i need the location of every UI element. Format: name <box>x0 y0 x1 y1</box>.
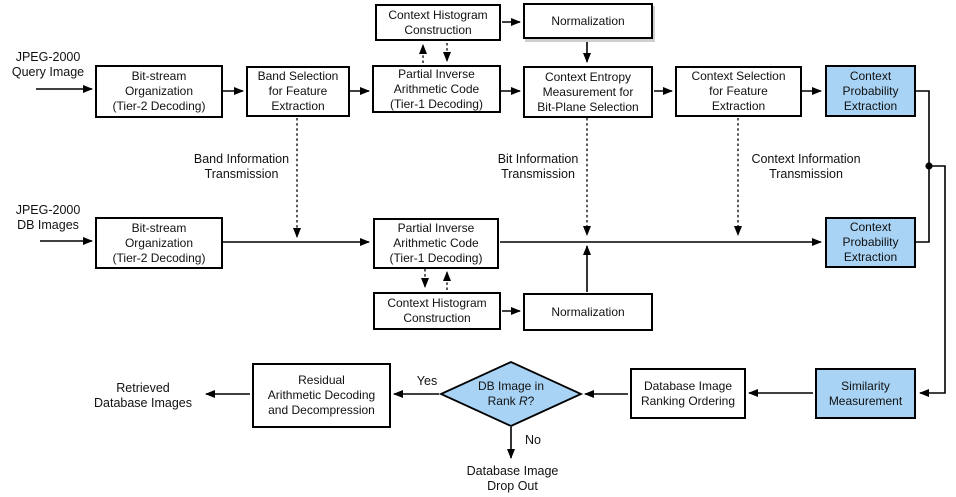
node-bitstream-organization-db: Bit-stream Organization (Tier-2 Decoding… <box>95 217 223 269</box>
decision-rank-variable: R <box>519 394 528 408</box>
label-context-information: Context Information Transmission <box>751 152 861 181</box>
label-bit-information: Bit Information Transmission <box>497 152 579 181</box>
arrow-rail-similarity <box>919 165 946 397</box>
label-no: No <box>525 433 541 447</box>
node-context-histogram-query: Context Histogram Construction <box>375 4 501 41</box>
decision-rank-suffix: ? <box>527 394 535 408</box>
label-db-input: JPEG-2000 DB Images <box>15 203 81 232</box>
node-residual-decoding: Residual Arithmetic Decoding and Decompr… <box>252 363 391 428</box>
node-ranking-ordering: Database Image Ranking Ordering <box>630 368 746 419</box>
decision-rank-prefix: Rank <box>487 394 519 408</box>
label-retrieved-images: Retrieved Database Images <box>94 381 192 410</box>
decision-diamond <box>438 361 584 427</box>
node-normalization-query: Normalization <box>523 3 653 39</box>
node-normalization-db: Normalization <box>523 293 653 331</box>
label-band-information: Band Information Transmission <box>193 152 290 181</box>
label-yes: Yes <box>416 374 438 388</box>
node-context-selection: Context Selection for Feature Extraction <box>675 66 802 117</box>
node-context-entropy: Context Entropy Measurement for Bit-Plan… <box>523 66 653 118</box>
node-context-histogram-db: Context Histogram Construction <box>373 292 501 330</box>
node-bitstream-organization-query: Bit-stream Organization (Tier-2 Decoding… <box>95 65 223 118</box>
node-band-selection: Band Selection for Feature Extraction <box>246 66 350 117</box>
label-drop-out: Database Image Drop Out <box>466 464 559 493</box>
decision-line1: DB Image in <box>477 379 545 393</box>
label-query-input: JPEG-2000 Query Image <box>11 50 85 79</box>
node-similarity-measurement: Similarity Measurement <box>815 368 916 419</box>
node-context-probability-query: Context Probability Extraction <box>825 65 916 117</box>
node-context-probability-db: Context Probability Extraction <box>825 217 916 268</box>
junction-dot <box>925 162 933 170</box>
node-partial-inverse-db: Partial Inverse Arithmetic Code (Tier-1 … <box>373 218 499 269</box>
node-partial-inverse-query: Partial Inverse Arithmetic Code (Tier-1 … <box>372 65 501 113</box>
decision-label: DB Image in Rank R? <box>451 379 571 409</box>
